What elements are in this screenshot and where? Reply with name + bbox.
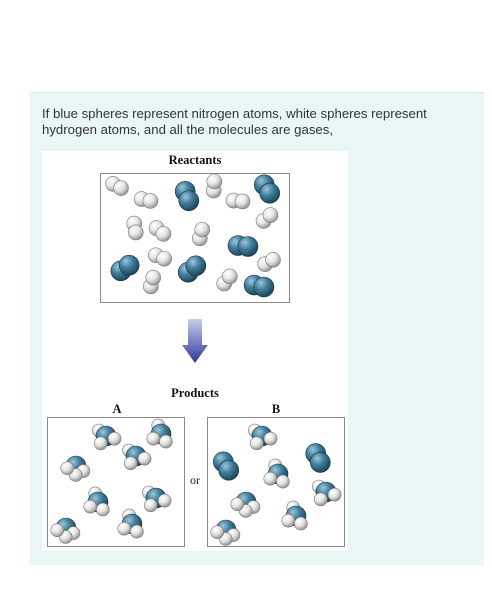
ammonia-hydrogen — [294, 516, 308, 531]
ammonia-hydrogen — [137, 451, 152, 466]
hydrogen-molecule — [221, 268, 238, 285]
reactants-heading: Reactants — [168, 153, 222, 167]
products-b-box — [207, 417, 345, 547]
ammonia-hydrogen — [263, 431, 278, 446]
ammonia-hydrogen — [146, 431, 161, 446]
ammonia-hydrogen — [263, 471, 278, 486]
ammonia-hydrogen — [230, 497, 245, 511]
question-panel: If blue spheres represent nitrogen atoms… — [30, 92, 484, 565]
reactants-box — [100, 173, 290, 303]
hydrogen-molecule — [113, 180, 129, 196]
nitrogen-molecule — [237, 236, 259, 257]
nitrogen-molecule — [218, 459, 240, 481]
products-b-molecules — [210, 423, 342, 546]
ammonia-hydrogen — [313, 492, 328, 507]
question-text: If blue spheres represent nitrogen atoms… — [42, 106, 427, 137]
hydrogen-molecule — [206, 174, 223, 190]
ammonia-hydrogen — [123, 456, 138, 471]
ammonia-hydrogen — [117, 521, 132, 536]
hydrogen-molecule — [156, 250, 172, 267]
nitrogen-molecule — [118, 254, 140, 276]
nitrogen-molecule — [253, 276, 275, 298]
ammonia-hydrogen — [276, 474, 290, 489]
option-b-label: B — [271, 402, 281, 416]
ammonia-hydrogen — [83, 499, 98, 514]
reactants-molecules — [105, 174, 281, 298]
nitrogen-molecule — [259, 182, 281, 204]
ammonia-hydrogen — [281, 513, 296, 528]
products-a-box — [47, 417, 185, 547]
hydrogen-molecule — [194, 221, 211, 238]
products-heading: Products — [171, 386, 219, 400]
hydrogen-molecule — [234, 193, 251, 210]
ammonia-hydrogen — [249, 436, 264, 451]
ammonia-hydrogen — [143, 498, 158, 513]
or-label: or — [190, 473, 200, 487]
nitrogen-molecule — [185, 255, 207, 277]
nitrogen-molecule — [309, 452, 331, 473]
hydrogen-molecule — [127, 224, 144, 241]
down-arrow-icon — [182, 319, 208, 363]
ammonia-hydrogen — [93, 436, 108, 451]
reaction-figure: Reactants Products A B or — [42, 151, 348, 551]
ammonia-hydrogen — [107, 431, 122, 446]
hydrogen-molecule — [155, 226, 172, 242]
hydrogen-molecule — [262, 207, 279, 223]
ammonia-hydrogen — [130, 524, 144, 539]
hydrogen-molecule — [145, 269, 162, 286]
ammonia-hydrogen — [327, 487, 342, 502]
hydrogen-molecule — [265, 252, 281, 268]
ammonia-hydrogen — [50, 523, 65, 537]
products-a-molecules — [50, 418, 173, 544]
option-a-label: A — [112, 402, 122, 416]
ammonia-hydrogen — [210, 525, 225, 539]
hydrogen-molecule — [142, 193, 159, 209]
ammonia-hydrogen — [60, 461, 75, 475]
ammonia-hydrogen — [157, 493, 172, 508]
ammonia-hydrogen — [159, 434, 173, 449]
nitrogen-molecule — [178, 190, 200, 211]
ammonia-hydrogen — [96, 502, 110, 517]
